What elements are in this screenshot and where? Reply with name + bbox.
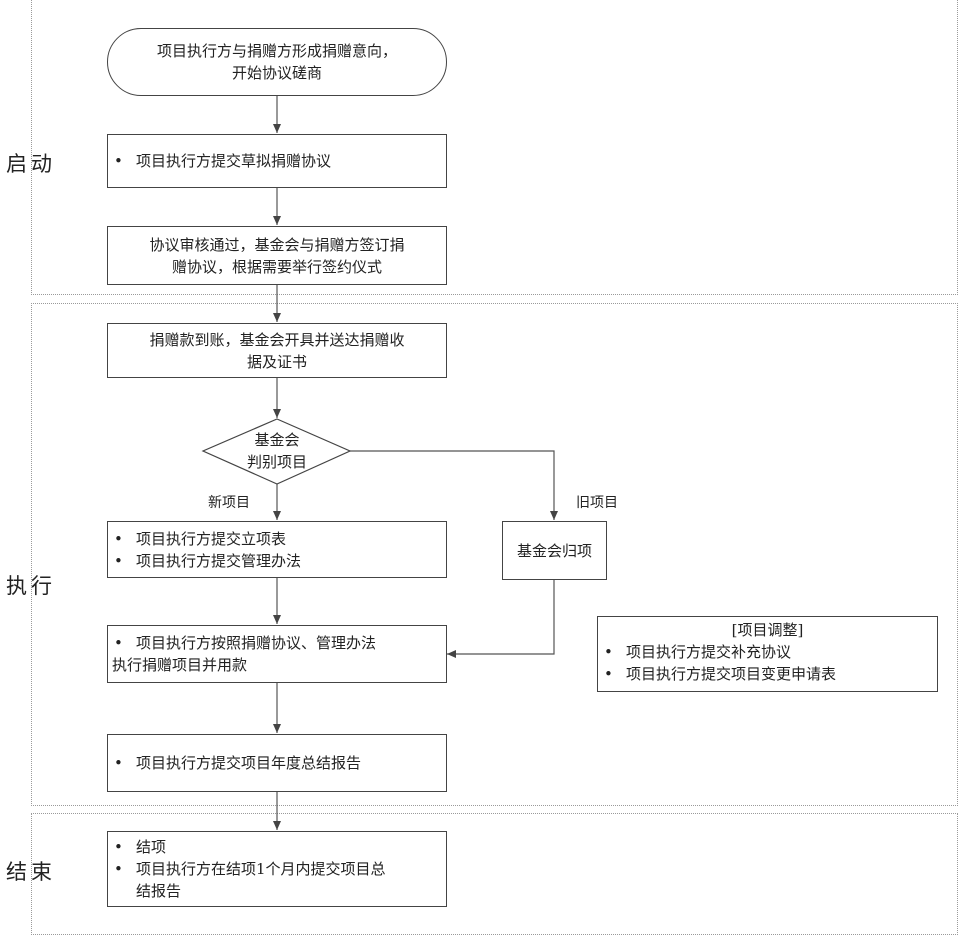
sign-agreement-line-2: 赠协议，根据需要举行签约仪式: [171, 257, 382, 276]
new-project-node: 项目执行方提交立项表 项目执行方提交管理办法: [107, 521, 447, 578]
phase-execute-container: [31, 303, 958, 806]
implement-line-2: 执行捐赠项目并用款: [112, 656, 248, 674]
phase-label-close: 结束: [6, 860, 56, 884]
decision-label: 基金会 判别项目: [227, 428, 327, 474]
phase-label-start: 启动: [6, 152, 56, 176]
receipt-line-1: 捐赠款到账，基金会开具并送达捐赠收: [149, 330, 405, 349]
closure-line-2: 结报告: [136, 882, 182, 900]
branch-label-new: 新项目: [208, 495, 250, 511]
start-node: 项目执行方与捐赠方形成捐赠意向， 开始协议磋商: [107, 28, 447, 96]
adjustment-title: [项目调整]: [731, 621, 804, 639]
receipt-line-2: 据及证书: [246, 352, 307, 371]
start-node-line-2: 开始协议磋商: [231, 64, 322, 82]
decision-line-2: 判别项目: [246, 453, 307, 471]
start-node-line-1: 项目执行方与捐赠方形成捐赠意向，: [156, 42, 397, 60]
sign-agreement-node: 协议审核通过，基金会与捐赠方签订捐 赠协议，根据需要举行签约仪式: [107, 226, 447, 285]
implement-line-1: 项目执行方按照捐赠协议、管理办法: [136, 634, 377, 652]
closure-item-1: 结项: [112, 836, 386, 858]
adjustment-item-2: 项目执行方提交项目变更申请表: [602, 663, 937, 685]
adjustment-item-1: 项目执行方提交补充协议: [602, 641, 937, 663]
old-project-node: 基金会归项: [502, 521, 607, 580]
phase-close-container: [31, 813, 958, 935]
closure-node: 结项 项目执行方在结项1个月内提交项目总 结报告: [107, 831, 447, 907]
old-project-label: 基金会归项: [516, 541, 592, 560]
arrow-decision-to-old: [350, 450, 558, 520]
implement-item: 项目执行方按照捐赠协议、管理办法 执行捐赠项目并用款: [112, 632, 376, 676]
annual-report-item: 项目执行方提交项目年度总结报告: [112, 752, 361, 774]
receipt-node: 捐赠款到账，基金会开具并送达捐赠收 据及证书: [107, 323, 447, 378]
submit-draft-node: 项目执行方提交草拟捐赠协议: [107, 134, 447, 188]
arrow-old-to-implement: [447, 580, 555, 658]
phase-label-execute: 执行: [6, 574, 56, 598]
new-project-item-2: 项目执行方提交管理办法: [112, 550, 301, 572]
closure-line-1: 项目执行方在结项1个月内提交项目总: [136, 860, 386, 878]
new-project-item-1: 项目执行方提交立项表: [112, 528, 301, 550]
submit-draft-item: 项目执行方提交草拟捐赠协议: [112, 150, 331, 172]
implement-node: 项目执行方按照捐赠协议、管理办法 执行捐赠项目并用款: [107, 625, 447, 683]
closure-item-2: 项目执行方在结项1个月内提交项目总 结报告: [112, 858, 386, 902]
adjustment-box: [项目调整] 项目执行方提交补充协议 项目执行方提交项目变更申请表: [597, 616, 938, 692]
annual-report-node: 项目执行方提交项目年度总结报告: [107, 734, 447, 792]
decision-line-1: 基金会: [254, 431, 300, 449]
branch-label-old: 旧项目: [576, 495, 618, 511]
phase-start-container: [31, 0, 958, 295]
decision-diamond: [201, 418, 352, 485]
sign-agreement-line-1: 协议审核通过，基金会与捐赠方签订捐: [149, 235, 405, 254]
